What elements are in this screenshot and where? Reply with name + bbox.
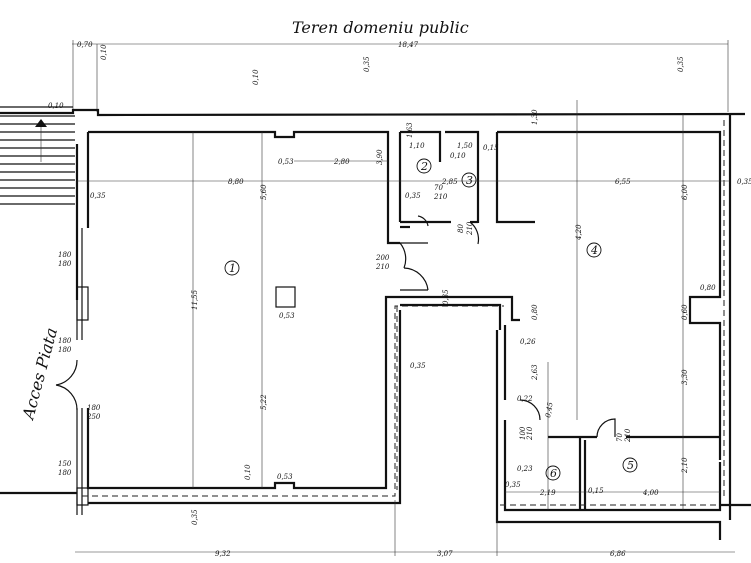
svg-text:0,35: 0,35 [363,56,371,72]
door-r6 [519,399,541,421]
svg-text:1,10: 1,10 [409,142,425,150]
svg-text:250: 250 [86,413,101,421]
svg-text:0,23: 0,23 [517,465,533,473]
walls [0,108,751,540]
svg-text:0,15: 0,15 [483,144,499,152]
room-5: 5 [627,459,634,472]
pillar [275,286,296,308]
svg-text:200: 200 [375,254,390,262]
svg-text:2,19: 2,19 [539,489,556,497]
svg-text:0,35: 0,35 [677,56,685,72]
room-numbers: 1 2 3 4 5 6 [224,158,638,481]
svg-text:0,53: 0,53 [278,158,294,166]
svg-text:9,32: 9,32 [215,550,231,558]
svg-text:100: 100 [519,426,527,440]
door-r5 [596,418,616,438]
svg-text:18,47: 18,47 [398,41,419,49]
doors [55,215,616,438]
svg-text:0,35: 0,35 [442,289,450,305]
svg-text:5,60: 5,60 [260,184,268,200]
svg-text:0,35: 0,35 [90,192,106,200]
svg-text:0,80: 0,80 [531,304,539,320]
svg-text:0,53: 0,53 [279,312,295,320]
svg-text:0,35: 0,35 [410,362,426,370]
svg-text:0,22: 0,22 [517,395,533,403]
svg-text:210: 210 [433,193,448,201]
main-door [55,359,78,411]
svg-text:180: 180 [58,469,72,477]
svg-text:80: 80 [457,224,465,233]
room-4: 4 [590,244,598,257]
door-r1-r4 [399,242,429,291]
room-1: 1 [229,262,236,275]
plan-title: Teren domeniu public [292,18,469,37]
access-label: Acces Piata [18,326,61,423]
svg-text:210: 210 [466,221,474,236]
svg-text:3,30: 3,30 [681,369,689,385]
svg-text:4,00: 4,00 [642,489,659,497]
svg-text:0,10: 0,10 [100,44,108,60]
svg-text:1,30: 1,30 [531,109,539,125]
svg-text:0,10: 0,10 [450,152,466,160]
svg-text:3,07: 3,07 [437,550,453,558]
svg-text:11,55: 11,55 [191,289,199,310]
svg-text:70: 70 [616,433,624,442]
svg-text:180: 180 [87,404,101,412]
room-2: 2 [420,160,428,173]
svg-text:6,55: 6,55 [615,178,631,186]
svg-text:0,26: 0,26 [520,338,536,346]
svg-text:2,85: 2,85 [441,178,458,186]
svg-text:6,00: 6,00 [681,184,689,200]
svg-text:210: 210 [375,263,390,271]
svg-text:0,80: 0,80 [700,284,716,292]
dimension-labels: 8,80 2,85 6,55 9,32 3,07 6,86 2,80 0,53 … [90,44,751,558]
svg-text:0,35: 0,35 [405,192,421,200]
svg-text:8,80: 8,80 [228,178,244,186]
door-r2 [417,215,429,227]
svg-text:1,50: 1,50 [457,142,473,150]
svg-text:1,63: 1,63 [406,122,414,138]
svg-text:2,10: 2,10 [681,457,689,474]
room-6: 6 [550,467,557,480]
room-3: 3 [466,174,473,187]
svg-text:6,86: 6,86 [610,550,626,558]
svg-text:70: 70 [434,184,443,192]
door-r3 [469,221,480,245]
svg-text:0,10: 0,10 [252,69,260,85]
svg-text:4,20: 4,20 [575,224,583,241]
svg-text:180: 180 [58,346,72,354]
svg-text:0,35: 0,35 [191,509,199,525]
svg-text:0,45: 0,45 [544,401,555,418]
svg-text:0,53: 0,53 [277,473,293,481]
up-arrow-icon [35,119,47,127]
top-dimension: 0,70 18,47 [72,40,729,112]
svg-text:0,35: 0,35 [737,178,751,186]
svg-text:0,10: 0,10 [48,102,64,110]
svg-text:2,63: 2,63 [531,364,539,381]
svg-text:210: 210 [526,426,534,441]
svg-text:0,35: 0,35 [505,481,521,489]
svg-text:2,80: 2,80 [333,158,350,166]
svg-text:5,22: 5,22 [260,394,268,410]
svg-text:0,10: 0,10 [244,464,252,480]
svg-text:150: 150 [58,460,72,468]
svg-text:180: 180 [58,337,72,345]
svg-text:210: 210 [624,428,632,443]
svg-text:180: 180 [58,260,72,268]
svg-text:0,60: 0,60 [681,304,689,320]
svg-text:0,15: 0,15 [588,487,604,495]
svg-text:0,70: 0,70 [77,41,93,49]
svg-text:3,90: 3,90 [376,149,384,165]
entrance-stairs: 0,10 [0,102,75,205]
svg-text:180: 180 [58,251,72,259]
